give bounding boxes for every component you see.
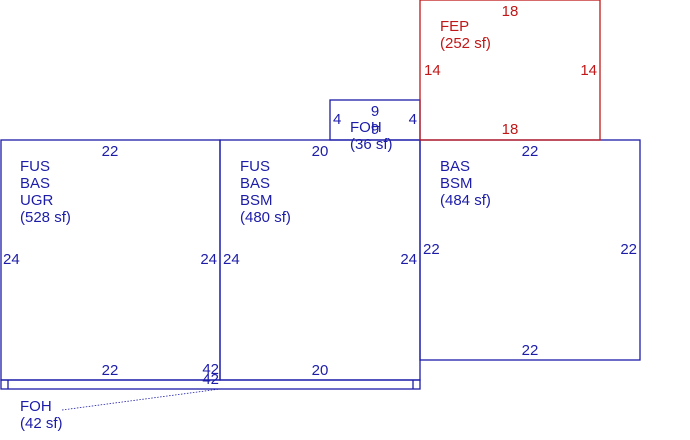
foh-small-dim-top: 9 [371,103,379,120]
bsm1-dim-right: 24 [400,251,417,268]
bsm1-code-2: BAS [240,175,270,192]
foh-small-area: (36 sf) [350,136,393,153]
bsm1-code-3: BSM [240,192,273,209]
foh-small-label: FOH (36 sf) [350,119,393,153]
bsm2-code-2: BSM [440,175,473,192]
bsm2-dim-bottom: 22 [522,342,539,359]
ugr-code-2: BAS [20,175,50,192]
foh-small-code: FOH [350,119,382,136]
bsm2-area: (484 sf) [440,192,491,209]
fep-label: FEP (252 sf) [440,18,491,52]
bsm1-area: (480 sf) [240,209,291,226]
bsm1-dim-bottom: 20 [312,362,329,379]
fep-outline[interactable] [419,0,601,141]
ugr-area: (528 sf) [20,209,71,226]
bsm1-code-1: FUS [240,158,270,175]
fep-dim-bottom: 18 [502,121,519,138]
bsm2-room-label: BAS BSM (484 sf) [440,158,491,209]
foh-bottom-strip-outline[interactable] [0,379,421,390]
bsm2-dim-right: 22 [620,241,637,258]
bsm1-dim-left: 24 [223,251,240,268]
fep-code: FEP [440,18,469,35]
strip-dim-a: 42 [202,361,219,378]
ugr-code-1: FUS [20,158,50,175]
ugr-room-label: FUS BAS UGR (528 sf) [20,158,71,226]
ugr-dim-right: 24 [200,251,217,268]
foh-leader-line [61,388,221,411]
bsm2-dim-left: 22 [423,241,440,258]
bsm1-room-label: FUS BAS BSM (480 sf) [240,158,291,226]
foh-bottom-code: FOH [20,398,52,415]
fep-dim-top: 18 [502,3,519,20]
ugr-dim-top: 22 [102,143,119,160]
bsm1-dim-top: 20 [312,143,329,160]
bsm2-code-1: BAS [440,158,470,175]
ugr-code-3: UGR [20,192,54,209]
fep-dim-left: 14 [424,62,441,79]
ugr-dim-left: 24 [3,251,20,268]
foh-small-dim-right: 4 [409,111,417,128]
fep-dim-right: 14 [580,62,597,79]
foh-small-dim-bottom: 9 [371,121,379,138]
fep-area: (252 sf) [440,35,491,52]
foh-bottom-label: FOH (42 sf) [20,398,63,432]
ugr-dim-bottom: 22 [102,362,119,379]
foh-small-dim-left: 4 [333,111,341,128]
strip-dim-b: 42 [202,371,219,388]
bsm2-dim-top: 22 [522,143,539,160]
foh-bottom-area: (42 sf) [20,415,63,432]
